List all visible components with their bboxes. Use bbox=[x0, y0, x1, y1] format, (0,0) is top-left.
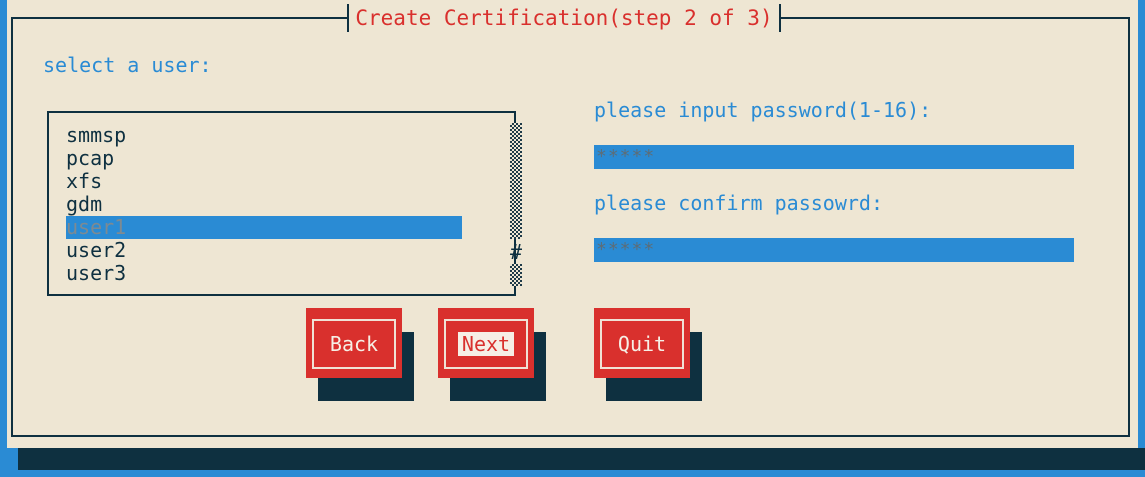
back-button[interactable]: Back bbox=[306, 308, 402, 378]
user-listbox[interactable]: smmsp pcap xfs gdm user1 user2 user3 # bbox=[47, 111, 522, 296]
list-item-pcap[interactable]: pcap bbox=[66, 146, 115, 170]
next-button[interactable]: Next bbox=[438, 308, 534, 378]
select-user-label: select a user: bbox=[43, 53, 212, 77]
certification-dialog: Create Certification(step 2 of 3) select… bbox=[7, 0, 1138, 448]
scrollbar-track-upper[interactable] bbox=[510, 123, 522, 239]
next-button-label: Next bbox=[457, 332, 515, 356]
confirm-password-input[interactable]: ***** bbox=[594, 238, 1074, 262]
list-scrollbar[interactable]: # bbox=[510, 123, 522, 286]
scrollbar-thumb[interactable]: # bbox=[510, 240, 523, 264]
dialog-shadow bbox=[18, 448, 1145, 470]
list-item-gdm[interactable]: gdm bbox=[66, 192, 103, 216]
quit-button[interactable]: Quit bbox=[594, 308, 690, 378]
password-label: please input password(1-16): bbox=[594, 98, 932, 122]
quit-button-border: Quit bbox=[600, 319, 684, 369]
next-button-border: Next bbox=[444, 319, 528, 369]
scrollbar-track-lower[interactable] bbox=[510, 264, 522, 286]
confirm-password-label: please confirm passowrd: bbox=[594, 191, 883, 215]
list-item-user1-selected[interactable]: user1 bbox=[66, 216, 462, 239]
quit-button-label: Quit bbox=[617, 332, 667, 356]
password-input[interactable]: ***** bbox=[594, 145, 1074, 169]
back-button-border: Back bbox=[312, 319, 396, 369]
dialog-title: Create Certification(step 2 of 3) bbox=[347, 4, 781, 32]
list-item-user2[interactable]: user2 bbox=[66, 238, 127, 262]
list-item-smmsp[interactable]: smmsp bbox=[66, 123, 127, 147]
back-button-label: Back bbox=[329, 332, 379, 356]
list-item-user3[interactable]: user3 bbox=[66, 261, 127, 285]
list-item-xfs[interactable]: xfs bbox=[66, 169, 103, 193]
